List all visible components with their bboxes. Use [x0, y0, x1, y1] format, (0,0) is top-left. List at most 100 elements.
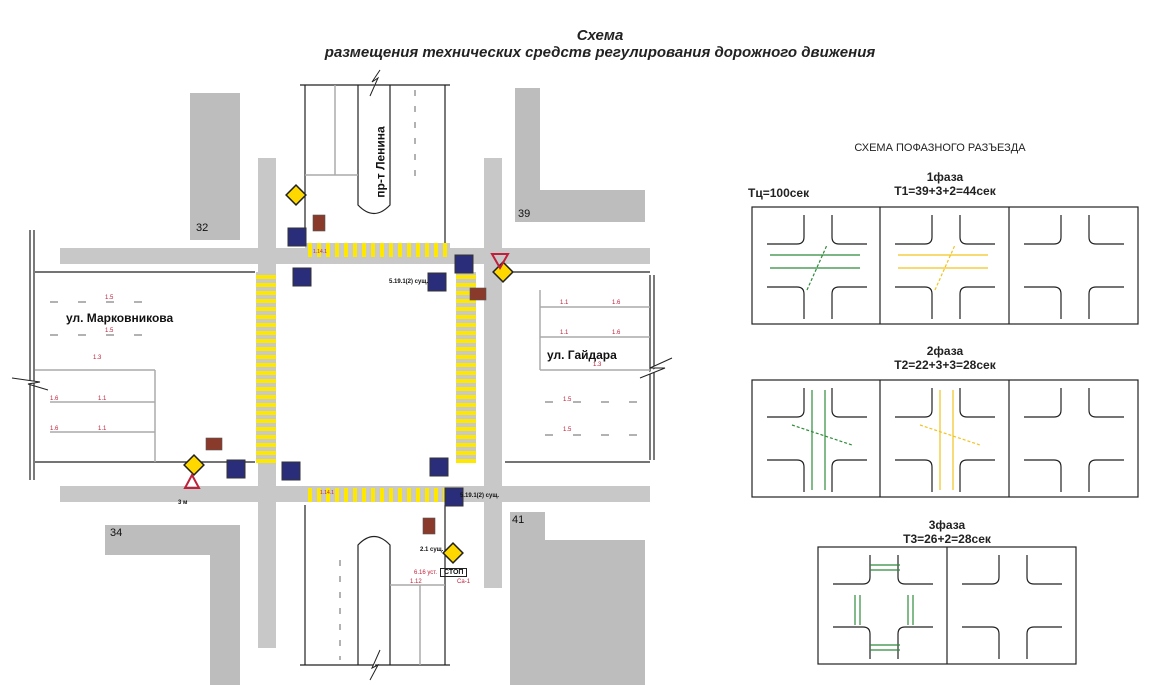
zebra-stripe: [456, 459, 476, 463]
zebra-stripe: [456, 427, 476, 431]
marking-label: 1.1: [98, 426, 107, 432]
traffic-light-icons: [205, 214, 487, 535]
building-34-label: 34: [110, 527, 123, 539]
zebra-stripe: [256, 371, 276, 375]
zebra-stripe: [335, 488, 339, 502]
building-34: [105, 525, 240, 685]
zebra-stripe: [256, 411, 276, 415]
zebra-stripe: [456, 315, 476, 319]
marking-label: 1.1: [98, 396, 107, 402]
phases-header: СХЕМА ПОФАЗНОГО РАЗЪЕЗДА: [854, 142, 1026, 154]
marking-label: 1.5: [105, 295, 114, 301]
sign-label: Са-1: [457, 579, 471, 585]
zebra-stripe: [256, 427, 276, 431]
marking-label: 1.5: [563, 397, 572, 403]
stop-plate: СТОП: [440, 568, 468, 577]
flow-arrow: [791, 424, 853, 446]
zebra-stripe: [353, 488, 357, 502]
phase-corners: [895, 388, 995, 492]
zebra-stripe: [456, 347, 476, 351]
zebra-stripe: [456, 419, 476, 423]
sign-label: 5.19.1(2) сущ.: [460, 493, 500, 499]
zebra-stripe: [317, 243, 321, 257]
diagram-subtitle: размещения технических средств регулиров…: [324, 44, 876, 61]
zebra-stripe: [256, 323, 276, 327]
marking-label: 1.6: [612, 300, 621, 306]
diagram-title: Схема: [576, 27, 624, 44]
zebra-stripe: [256, 363, 276, 367]
sign-label: 6.16 уст.: [414, 570, 438, 576]
building-39: [515, 88, 645, 222]
zebra-stripe: [344, 488, 348, 502]
street-lenina: пр-т Ленина: [373, 126, 388, 198]
zebra-stripe: [371, 243, 375, 257]
cycle-time: Тц=100сек: [748, 186, 810, 200]
marking-label: 1.5: [563, 427, 572, 433]
zebra-stripe: [456, 451, 476, 455]
zebra-stripe: [256, 419, 276, 423]
zebra-stripe: [456, 275, 476, 279]
zebra-stripe: [407, 488, 411, 502]
zebra-stripe: [456, 299, 476, 303]
phase-corners: [833, 555, 933, 659]
marking-label: 1.6: [50, 396, 59, 402]
phase-corners: [767, 388, 867, 492]
zebra-stripe: [256, 275, 276, 279]
zebra-stripe: [353, 243, 357, 257]
zebra-stripe: [256, 435, 276, 439]
marking-label: 1.3: [93, 355, 102, 361]
zebra-stripe: [456, 395, 476, 399]
marking-label: 1.3: [593, 362, 602, 368]
zebra-stripe: [256, 395, 276, 399]
street-gaidara: ул. Гайдара: [547, 348, 617, 362]
zebra-stripe: [256, 403, 276, 407]
zebra-stripe: [425, 488, 429, 502]
phase-corners: [767, 215, 867, 319]
phase3-formula: Т3=26+2=28сек: [903, 532, 991, 546]
phase3-name: 3фаза: [928, 518, 966, 532]
marking-label: 1.12: [410, 579, 422, 585]
marking-label: 1.1: [560, 300, 569, 306]
distance-label: 3 м: [178, 500, 188, 506]
marking-label: 1.6: [50, 426, 59, 432]
zebra-stripe: [256, 331, 276, 335]
zebra-stripe: [380, 243, 384, 257]
zebra-stripe: [456, 291, 476, 295]
zebra-stripe: [416, 488, 420, 502]
zebra-stripe: [425, 243, 429, 257]
zebra-stripe: [380, 488, 384, 502]
zebra-stripe: [389, 243, 393, 257]
zebra-stripe: [256, 443, 276, 447]
zebra-stripe: [256, 283, 276, 287]
zebra-stripe: [407, 243, 411, 257]
building-41-label: 41: [512, 514, 525, 526]
zebra-stripe: [256, 307, 276, 311]
marking-label: 1.14.1: [320, 490, 334, 496]
phase1-formula: Т1=39+3+2=44сек: [894, 184, 996, 198]
zebra-stripe: [256, 459, 276, 463]
phase-corners: [962, 555, 1062, 659]
zebra-stripe: [456, 387, 476, 391]
phase2-formula: Т2=22+3+3=28сек: [894, 358, 996, 372]
zebra-stripe: [416, 243, 420, 257]
sign-label: 2.1 сущ.: [420, 547, 444, 553]
zebra-stripe: [434, 243, 438, 257]
marking-label: 1.6: [612, 330, 621, 336]
zebra-stripe: [326, 488, 330, 502]
zebra-stripe: [335, 243, 339, 257]
zebra-stripe: [308, 488, 312, 502]
zebra-stripe: [434, 488, 438, 502]
zebra-stripe: [256, 387, 276, 391]
zebra-stripe: [456, 283, 476, 287]
zebra-stripe: [398, 243, 402, 257]
zebra-stripe: [256, 355, 276, 359]
zebra-stripe: [256, 299, 276, 303]
flow-arrow: [934, 244, 956, 291]
marking-label: 1.14.1: [313, 249, 327, 255]
zebra-stripe: [398, 488, 402, 502]
zebra-stripe: [344, 243, 348, 257]
phase1-name: 1фаза: [926, 170, 964, 184]
zebra-stripe: [456, 411, 476, 415]
zebra-stripe: [456, 371, 476, 375]
street-markovnikova: ул. Марковникова: [66, 311, 174, 325]
